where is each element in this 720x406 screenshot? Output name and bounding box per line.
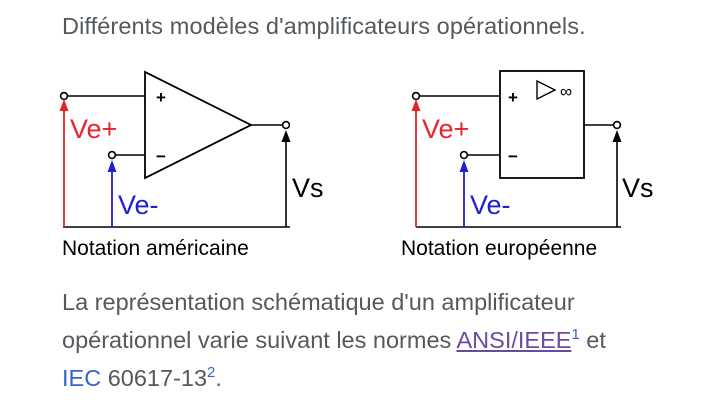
european-ve-plus-arrowhead xyxy=(411,99,421,111)
caption-text-4: . xyxy=(215,365,222,391)
reference-1-link[interactable]: 1 xyxy=(571,326,580,343)
american-input-plus-terminal xyxy=(59,91,69,101)
american-ve-minus-label: Ve- xyxy=(118,190,159,220)
european-ve-minus-arrowhead xyxy=(459,160,469,172)
american-ve-plus-arrowhead xyxy=(59,99,69,111)
figure-title: Différents modèles d'amplificateurs opér… xyxy=(62,13,586,39)
reference-2-link[interactable]: 2 xyxy=(207,364,216,381)
reference-1: 1 xyxy=(571,326,579,343)
american-ve-minus-arrowhead xyxy=(107,160,117,172)
caption-text-3: 60617-13 xyxy=(101,365,208,391)
american-vs-label: Vs xyxy=(292,173,324,203)
european-plus-sign: + xyxy=(508,88,518,107)
european-ve-minus-label: Ve- xyxy=(470,190,511,220)
european-op-amp: ∞ + − Ve+ Ve- Vs xyxy=(411,70,654,228)
european-vs-arrowhead xyxy=(612,130,622,142)
american-ve-plus-label: Ve+ xyxy=(70,114,117,144)
american-op-amp: + − Ve+ Ve- Vs xyxy=(59,70,324,228)
american-plus-sign: + xyxy=(156,88,166,107)
american-vs-arrowhead xyxy=(281,130,291,142)
european-infinity-sign: ∞ xyxy=(560,82,572,101)
european-input-plus-terminal xyxy=(411,91,421,101)
european-triangle-icon xyxy=(536,79,557,101)
american-minus-sign: − xyxy=(156,147,166,166)
figure-caption: La représentation schématique d'un ampli… xyxy=(62,283,702,397)
caption-text-1: La représentation schématique d'un ampli… xyxy=(62,289,575,353)
european-input-minus-terminal xyxy=(459,150,469,160)
reference-2: 2 xyxy=(207,364,215,381)
american-input-minus-terminal xyxy=(107,150,117,160)
iec-link[interactable]: IEC xyxy=(62,365,102,391)
op-amp-diagram: + − Ve+ Ve- Vs ∞ + − Ve xyxy=(59,70,654,228)
american-output-terminal xyxy=(281,120,291,130)
caption-text-2: et xyxy=(579,327,606,353)
european-ve-plus-label: Ve+ xyxy=(422,114,469,144)
ansi-ieee-link[interactable]: ANSI/IEEE xyxy=(456,327,572,353)
european-vs-label: Vs xyxy=(622,173,654,203)
european-output-terminal xyxy=(612,120,622,130)
american-amplifier-triangle xyxy=(144,70,254,180)
american-notation-label: Notation américaine xyxy=(62,237,249,260)
european-minus-sign: − xyxy=(508,147,518,166)
european-notation-label: Notation européenne xyxy=(401,237,598,260)
european-amplifier-box xyxy=(499,70,585,179)
